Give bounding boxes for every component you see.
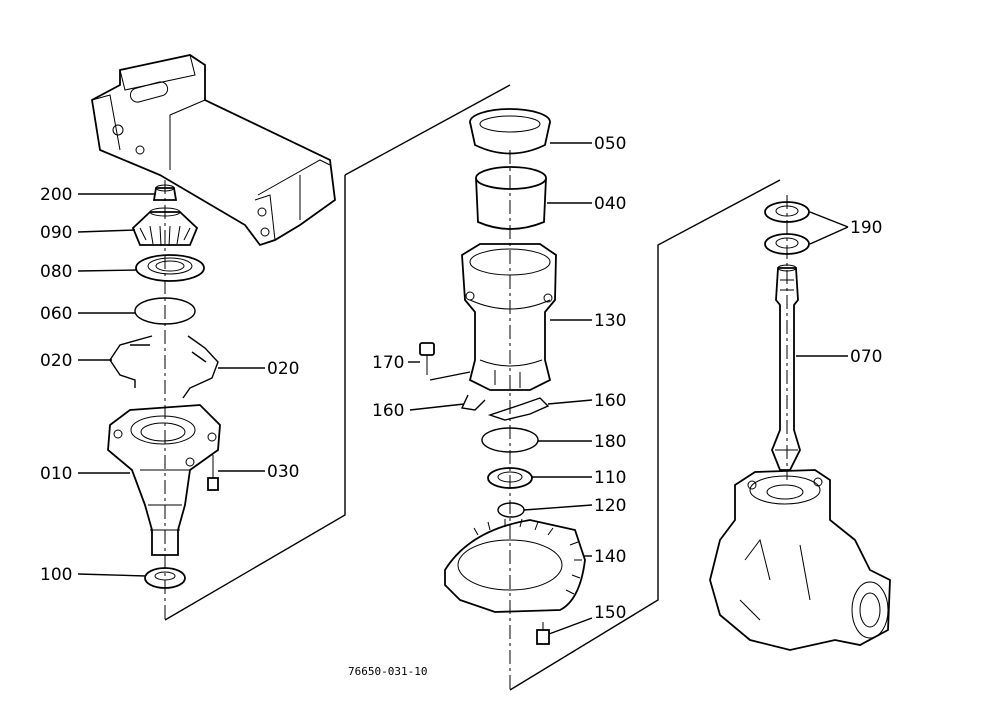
label-110: 110 bbox=[594, 468, 626, 488]
frame-bracket bbox=[91, 54, 336, 247]
part-030-bolt bbox=[207, 455, 219, 491]
leader-lines bbox=[77, 142, 849, 635]
label-180: 180 bbox=[594, 432, 626, 452]
diagram-caption: 76650-031-10 bbox=[348, 665, 427, 678]
label-020-left: 020 bbox=[40, 351, 72, 371]
part-120-snap-ring bbox=[497, 502, 525, 518]
part-010-housing bbox=[107, 404, 221, 556]
label-060: 060 bbox=[40, 304, 72, 324]
part-080-bearing bbox=[135, 254, 205, 282]
part-170-bolt bbox=[419, 342, 435, 375]
centre-frame-line-bottom bbox=[509, 179, 781, 691]
part-070-shaft bbox=[771, 264, 801, 471]
label-030: 030 bbox=[267, 462, 299, 482]
part-150-bolt bbox=[536, 622, 550, 645]
label-040: 040 bbox=[594, 194, 626, 214]
label-130: 130 bbox=[594, 311, 626, 331]
label-050: 050 bbox=[594, 134, 626, 154]
leader-170 bbox=[429, 371, 471, 381]
part-050-ring bbox=[469, 108, 551, 155]
label-070: 070 bbox=[850, 347, 882, 367]
part-160-clip-right bbox=[487, 397, 550, 421]
label-120: 120 bbox=[594, 496, 626, 516]
centre-frame-line-top bbox=[344, 84, 511, 176]
part-140-ring-gear bbox=[444, 518, 586, 613]
label-020-right: 020 bbox=[267, 359, 299, 379]
label-200: 200 bbox=[40, 185, 72, 205]
part-090-bevel-gear bbox=[131, 207, 199, 247]
label-170: 170 bbox=[372, 353, 404, 373]
label-150: 150 bbox=[594, 603, 626, 623]
left-frame-line bbox=[164, 175, 346, 621]
label-080: 080 bbox=[40, 262, 72, 282]
label-010: 010 bbox=[40, 464, 72, 484]
label-190: 190 bbox=[850, 218, 882, 238]
part-020-shim-left bbox=[109, 335, 153, 388]
part-190-bearings bbox=[764, 201, 810, 255]
part-020-shim-right bbox=[182, 335, 219, 399]
label-160-left: 160 bbox=[372, 401, 404, 421]
part-130-case bbox=[461, 243, 557, 391]
transmission-case bbox=[709, 469, 891, 651]
label-140: 140 bbox=[594, 547, 626, 567]
label-100: 100 bbox=[40, 565, 72, 585]
part-160-clip-left bbox=[460, 394, 486, 411]
label-160-right: 160 bbox=[594, 391, 626, 411]
part-040-sleeve bbox=[475, 166, 547, 230]
label-090: 090 bbox=[40, 223, 72, 243]
